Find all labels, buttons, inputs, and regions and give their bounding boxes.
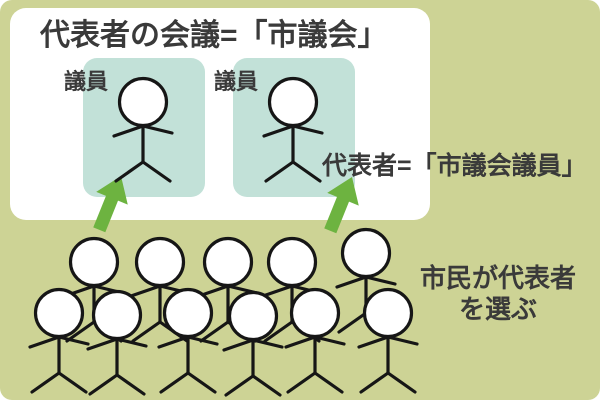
page-title: 代表者の会議=「市議会」 [40,19,388,52]
figure-head [134,236,186,288]
citizen-figure [335,227,397,334]
citizens-annotation-line2: を選ぶ [458,294,537,324]
figure-head [68,236,120,288]
citizens-annotation-line1: 市民が代表者 [419,263,576,293]
citizen-figure [197,236,259,343]
citizen-figure [86,289,148,396]
member-label-2: 議員 [214,69,259,94]
citizen-figure [157,287,219,394]
member-label-1: 議員 [64,69,109,94]
citizen-figure [261,236,323,343]
figure-head [202,236,254,288]
figure-head [340,227,392,279]
citizen-figure [63,236,125,343]
figure-head [362,287,414,339]
citizen-figure [222,290,284,397]
citizen-figure [284,287,346,394]
representative-annotation: 代表者=「市議会議員」 [322,152,587,180]
citizen-figure [28,287,90,394]
figure-head [162,287,214,339]
council-panel [10,8,430,220]
citizens-annotation: 市民が代表者 を選ぶ [407,263,589,325]
citizen-figure [129,236,191,343]
figure-head [91,289,143,341]
figure-head [266,236,318,288]
figure-head [33,287,85,339]
figure-head [289,287,341,339]
figure-head [227,290,279,342]
